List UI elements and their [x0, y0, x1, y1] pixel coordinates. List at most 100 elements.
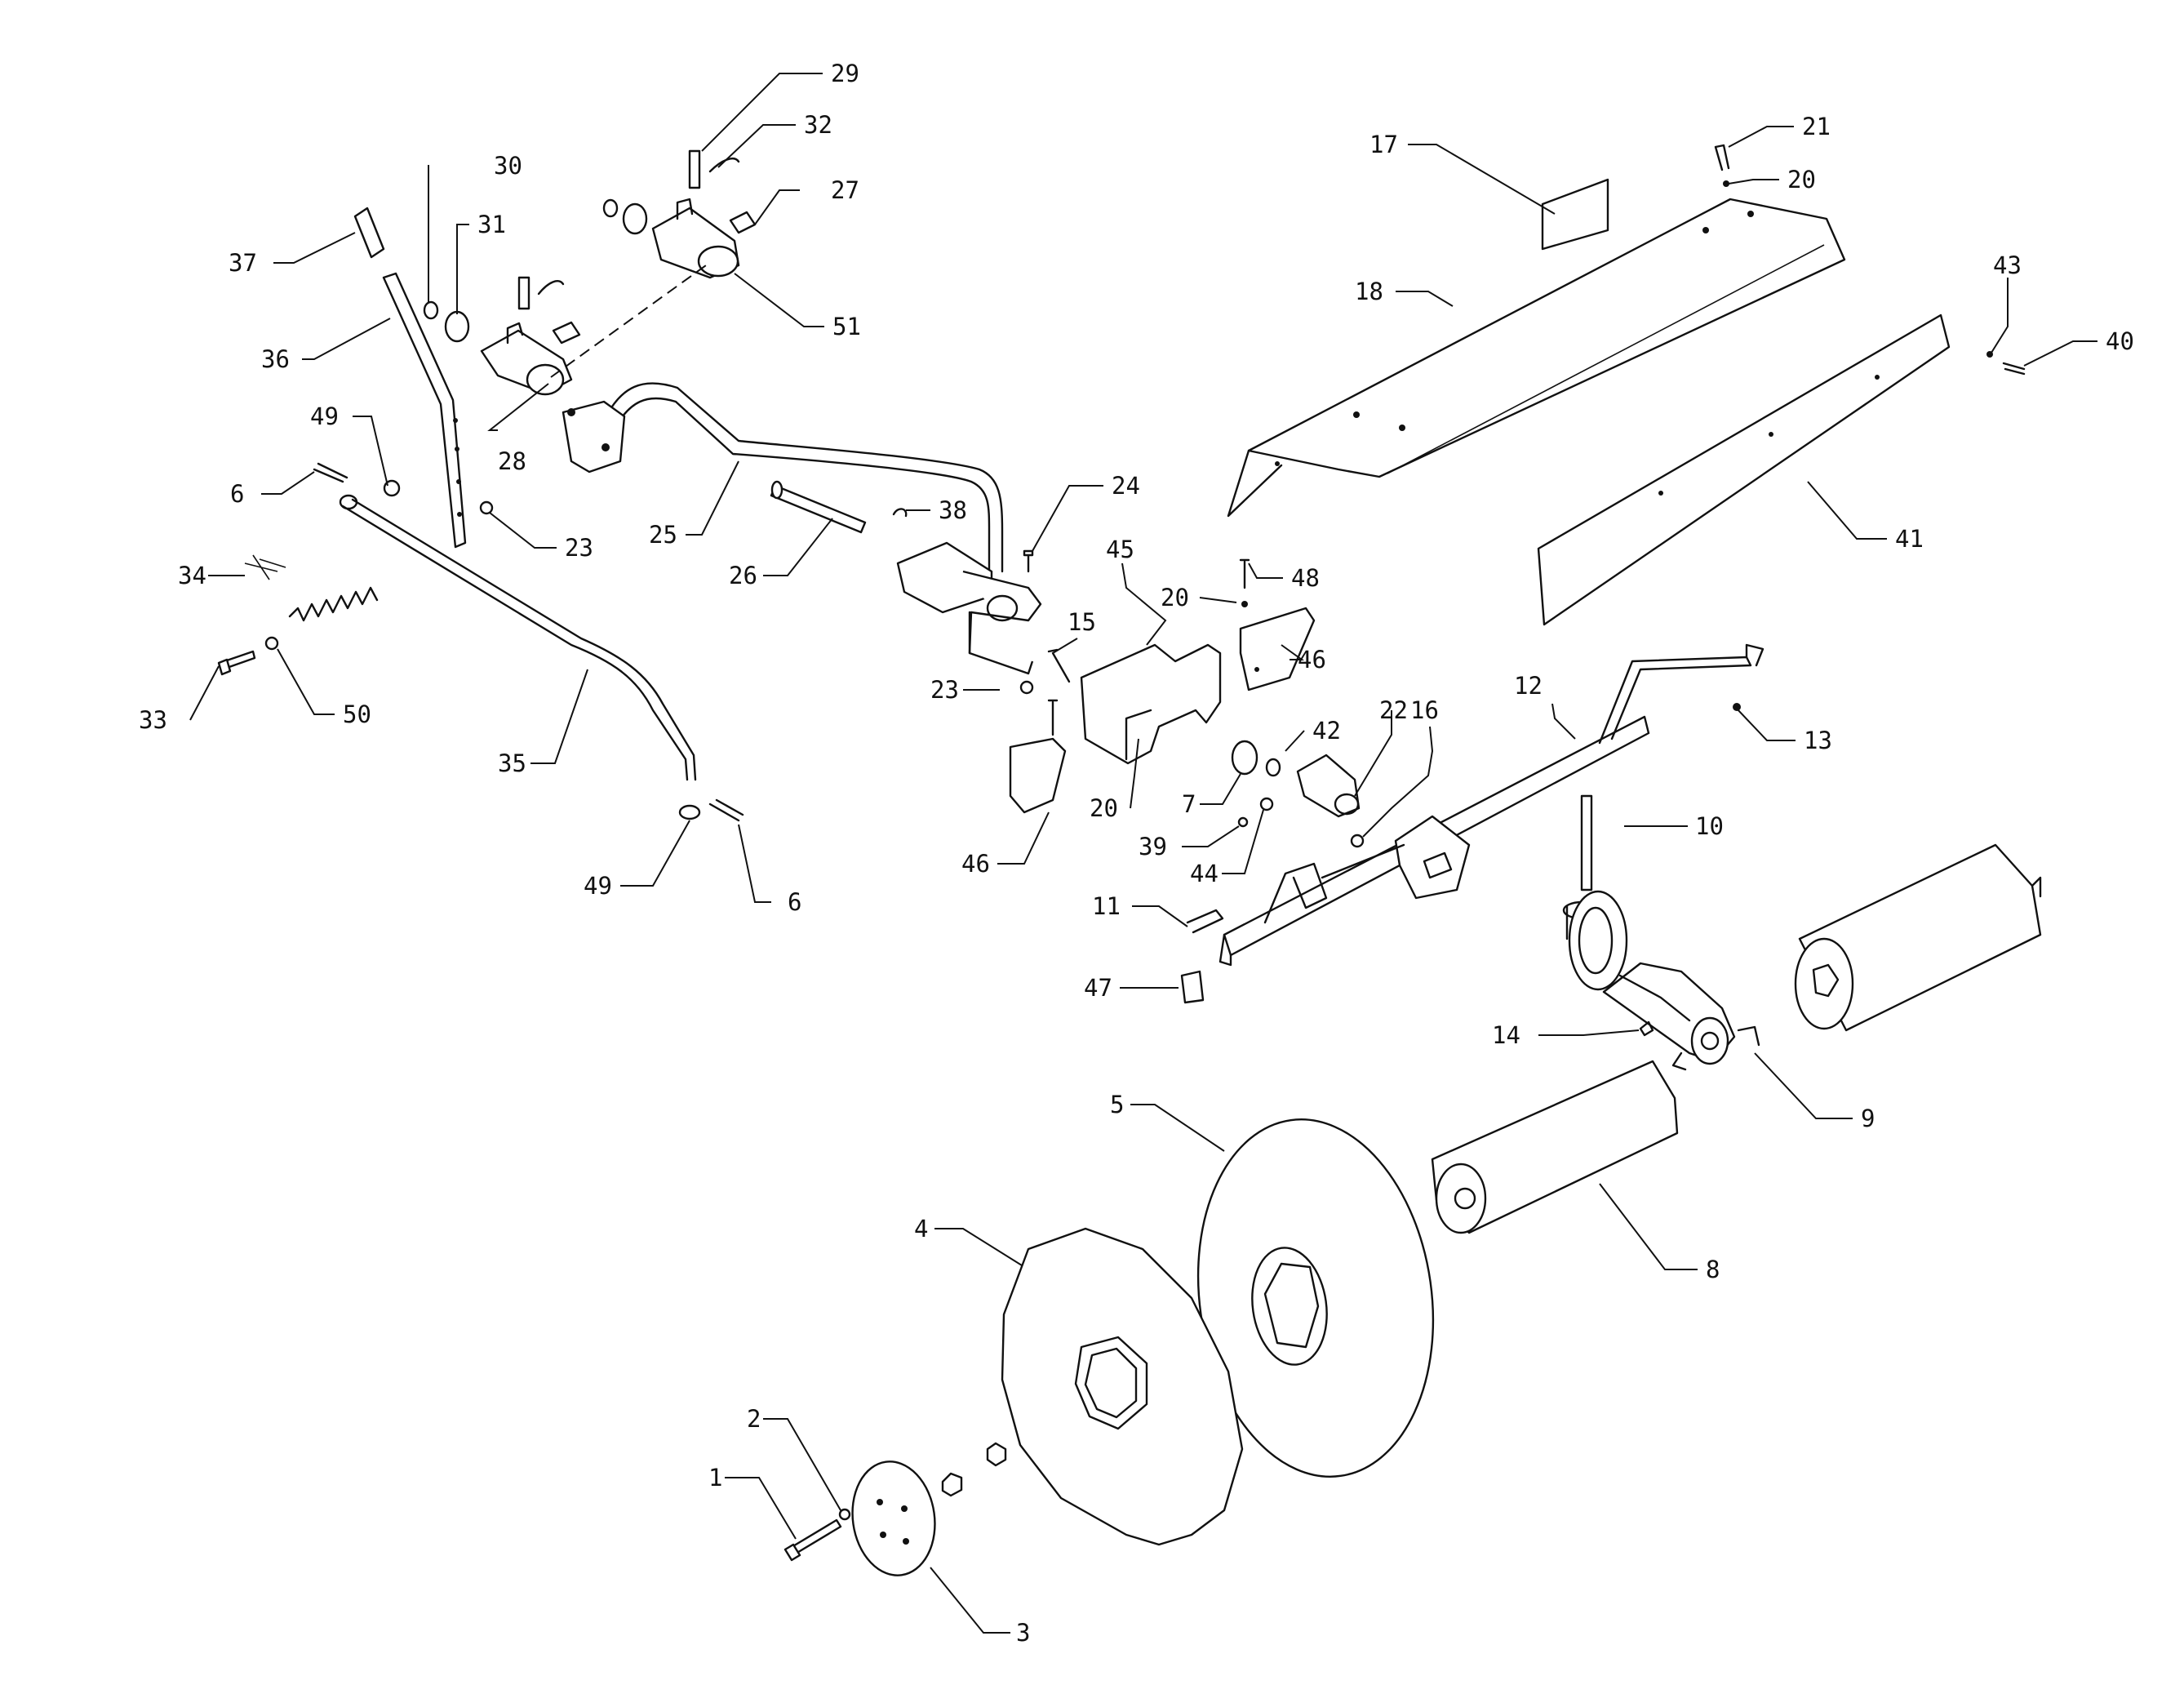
callout-1: 1	[708, 1464, 722, 1492]
leader-lines	[189, 73, 2097, 1634]
part-disc-5	[1196, 1118, 1435, 1478]
part-bolt-16	[1350, 834, 1365, 848]
callout-35: 35	[498, 749, 526, 777]
callout-5: 5	[1110, 1091, 1124, 1118]
part-ring-30	[423, 300, 439, 320]
part-main-frame	[1219, 643, 1765, 967]
part-blade-disc	[1001, 1227, 1244, 1546]
part-bolt-1	[783, 1518, 842, 1562]
callout-20c: 20	[1090, 794, 1118, 822]
part-bolt-33	[217, 650, 256, 676]
callout-24: 24	[1112, 472, 1140, 500]
part-roller-drum	[1794, 843, 2042, 1032]
callout-22: 22	[1379, 696, 1408, 724]
callout-40: 40	[2106, 327, 2134, 355]
callout-4: 4	[914, 1215, 928, 1243]
callout-43: 43	[1993, 251, 2022, 279]
part-pivot-bracket	[896, 541, 1042, 675]
part-tube-51	[651, 198, 740, 279]
callout-6b: 6	[788, 888, 801, 916]
callout-6a: 6	[230, 480, 244, 508]
callout-26: 26	[729, 562, 757, 589]
part-pin-near-28	[517, 276, 565, 310]
part-pin-40	[1986, 351, 2026, 376]
part-pin-29	[688, 149, 740, 189]
part-nut-23b	[1019, 680, 1034, 695]
part-link-dashed	[550, 265, 707, 378]
part-washer-20b	[1241, 601, 1248, 607]
part-tube-28	[480, 322, 573, 396]
callout-38: 38	[939, 496, 967, 524]
callout-10: 10	[1695, 812, 1724, 840]
callout-25: 25	[649, 521, 677, 549]
callout-27: 27	[831, 176, 859, 204]
callout-29: 29	[831, 60, 859, 87]
part-nut-b	[986, 1442, 1007, 1467]
part-bearing-31	[444, 310, 470, 343]
callout-49b: 49	[584, 872, 612, 900]
callout-20b: 20	[1161, 584, 1189, 611]
part-nut-13	[1733, 703, 1741, 711]
part-nut-23a	[479, 500, 494, 515]
callout-36: 36	[261, 345, 290, 373]
callout-23b: 23	[930, 676, 959, 704]
part-caster-wheel	[1562, 794, 1628, 991]
part-nut-44	[1259, 797, 1274, 811]
part-gearbox	[1602, 962, 1760, 1071]
part-spring-34	[288, 586, 379, 622]
part-side-panel	[1537, 313, 1951, 626]
part-hood	[1227, 198, 1846, 518]
part-bearing-upper	[622, 202, 648, 235]
part-cotter-6b	[708, 798, 744, 822]
callout-28: 28	[498, 447, 526, 475]
part-rod-end	[339, 494, 358, 510]
callout-46b: 46	[1298, 646, 1326, 674]
callout-41: 41	[1895, 525, 1924, 553]
part-pin-21	[1714, 144, 1730, 187]
part-washer-2	[838, 1508, 851, 1521]
part-hex-shaft	[1431, 1060, 1679, 1234]
callout-17: 17	[1369, 131, 1398, 158]
callout-12: 12	[1514, 672, 1543, 700]
part-bolt-24	[1023, 549, 1034, 573]
callout-9: 9	[1861, 1105, 1875, 1132]
callout-48: 48	[1291, 564, 1320, 592]
callout-45: 45	[1106, 536, 1134, 563]
callout-20a: 20	[1787, 166, 1816, 193]
callout-11: 11	[1092, 892, 1121, 920]
part-bolt-15	[1047, 648, 1071, 683]
callout-18: 18	[1355, 278, 1383, 305]
part-ring-42	[1265, 758, 1281, 777]
part-pin-11	[1186, 909, 1224, 934]
part-coupling-22	[1296, 754, 1361, 818]
callout-33: 33	[139, 706, 167, 734]
callout-51: 51	[832, 313, 861, 340]
callout-46a: 46	[961, 850, 990, 878]
callout-31: 31	[477, 211, 506, 238]
part-grip-37	[353, 207, 385, 259]
part-lever-36	[382, 272, 467, 549]
callout-2: 2	[747, 1405, 761, 1433]
callout-labels: 1 2 3 4 5 6 6 7 8 9 10 11 12 13 14 15 16…	[139, 60, 2134, 1647]
callout-7: 7	[1182, 790, 1196, 818]
part-block-47	[1180, 970, 1205, 1004]
callout-13: 13	[1804, 727, 1832, 754]
part-washer-49b	[678, 804, 701, 820]
part-bolt-14	[1639, 1020, 1654, 1037]
callout-30: 30	[494, 152, 522, 180]
callout-15: 15	[1068, 608, 1096, 636]
part-cotter-34	[244, 554, 286, 580]
part-pin-38	[892, 508, 908, 518]
part-cotter-6a	[313, 462, 348, 483]
callout-8: 8	[1706, 1256, 1720, 1283]
callout-32: 32	[804, 111, 832, 139]
part-handle-bar	[562, 382, 1004, 573]
callout-34: 34	[178, 562, 206, 589]
callout-21: 21	[1802, 113, 1831, 140]
part-decal	[1541, 178, 1609, 251]
part-bolt-left	[1047, 699, 1059, 736]
part-plate-small	[552, 321, 581, 345]
callout-3: 3	[1016, 1619, 1030, 1647]
callout-50: 50	[343, 700, 371, 728]
